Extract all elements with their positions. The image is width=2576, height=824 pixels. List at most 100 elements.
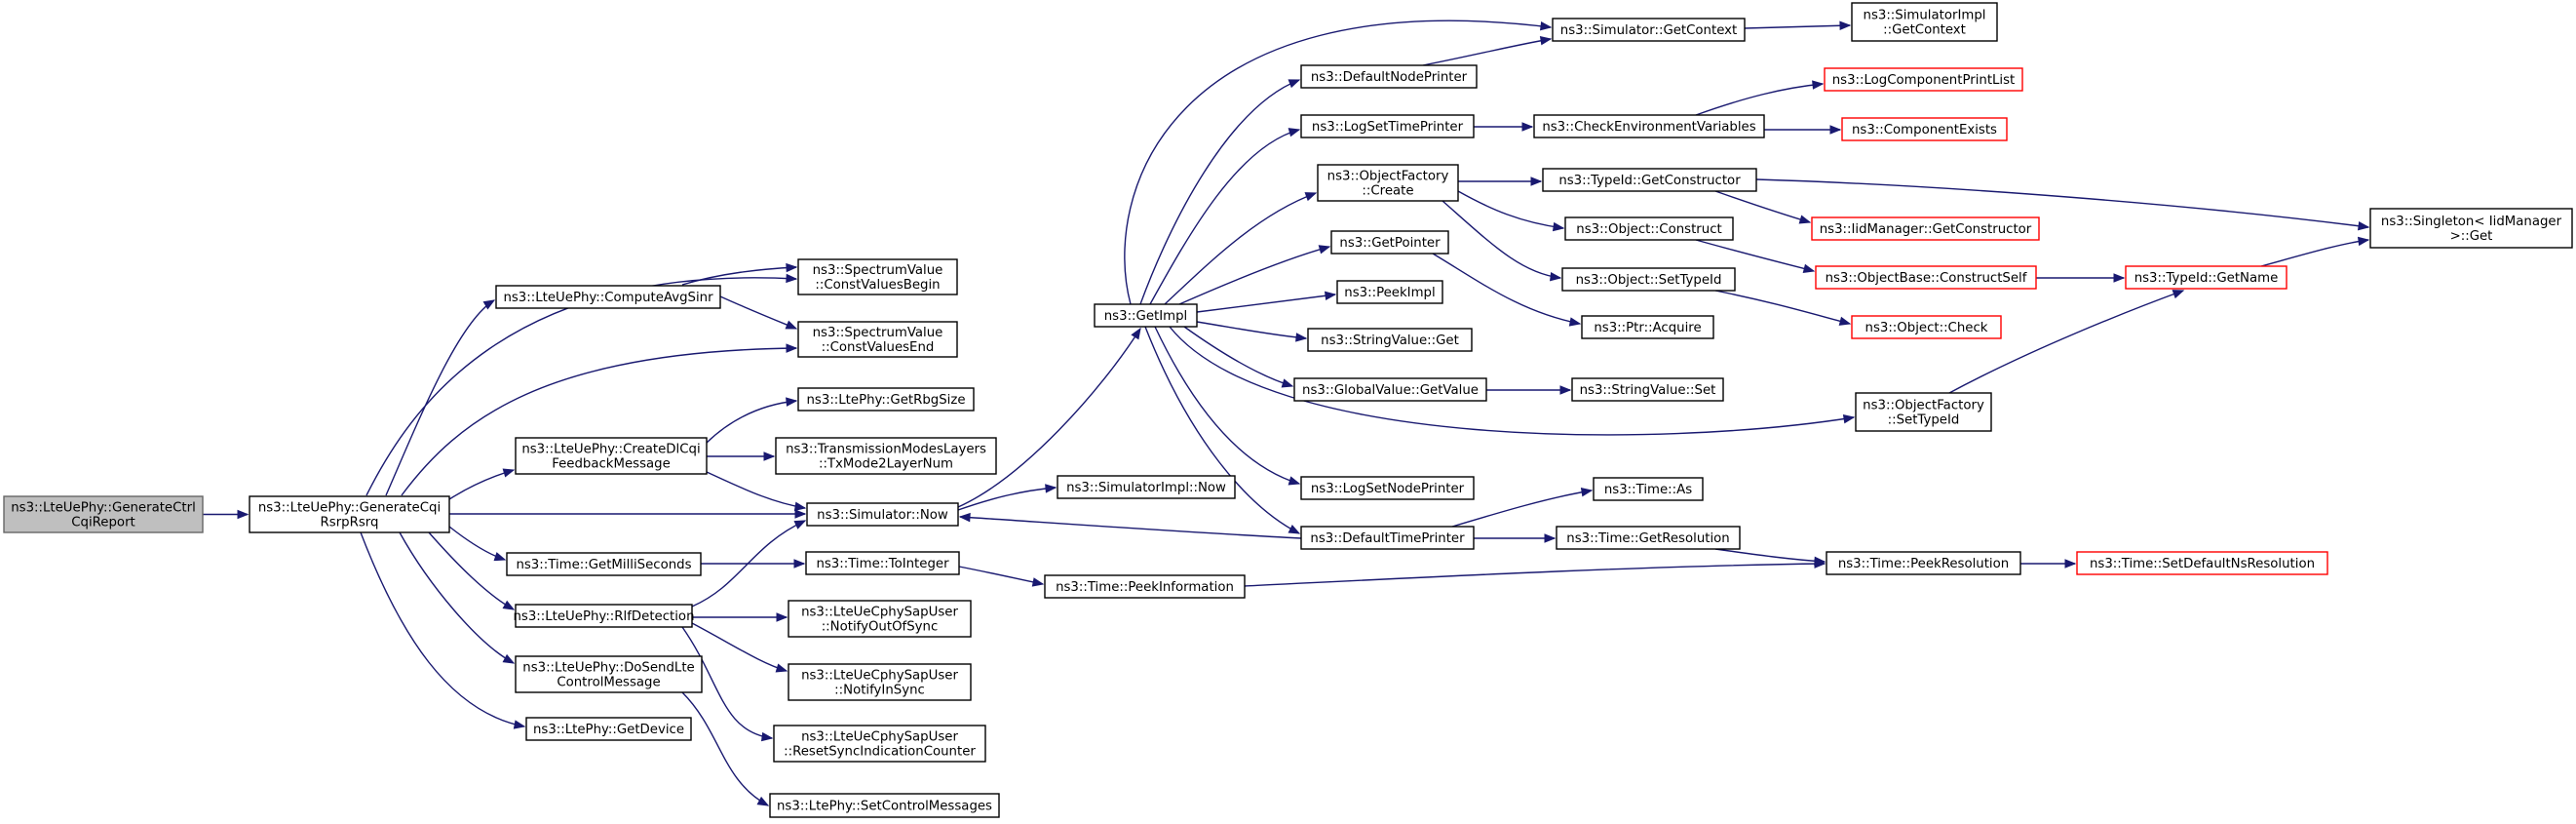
node-box[interactable] xyxy=(805,551,960,575)
function-node[interactable]: ns3::LtePhy::GetDevice xyxy=(525,717,692,741)
node-box[interactable] xyxy=(788,600,972,638)
node-box[interactable] xyxy=(515,437,708,475)
node-box[interactable] xyxy=(1855,392,1992,432)
function-node[interactable]: ns3::Simulator::GetContext xyxy=(1552,18,1746,42)
function-node[interactable]: ns3::Object::Check xyxy=(1851,315,2002,339)
function-node[interactable]: ns3::TypeId::GetName xyxy=(2125,265,2288,290)
function-node[interactable]: ns3::LogComponentPrintList xyxy=(1824,67,2023,92)
node-box[interactable] xyxy=(249,495,450,533)
node-box[interactable] xyxy=(1293,377,1487,402)
function-node[interactable]: ns3::LtePhy::GetRbgSize xyxy=(797,387,975,412)
node-box[interactable] xyxy=(1841,117,2008,141)
node-box[interactable] xyxy=(1552,18,1746,42)
function-node[interactable]: ns3::ComponentExists xyxy=(1841,117,2008,141)
node-box[interactable] xyxy=(1307,328,1473,352)
node-box[interactable] xyxy=(506,552,702,576)
function-node[interactable]: ns3::SimulatorImpl::GetContext xyxy=(1851,2,1998,42)
function-node[interactable]: ns3::ObjectFactory::SetTypeId xyxy=(1855,392,1992,432)
node-box[interactable] xyxy=(797,321,958,358)
function-node[interactable]: ns3::LogSetTimePrinter xyxy=(1300,114,1475,138)
function-node[interactable]: ns3::TransmissionModesLayers::TxMode2Lay… xyxy=(775,437,997,475)
function-node[interactable]: ns3::GetImpl xyxy=(1094,303,1198,328)
function-node[interactable]: ns3::LteUeCphySapUser::NotifyOutOfSync xyxy=(788,600,972,638)
node-box[interactable] xyxy=(1300,114,1475,138)
function-node[interactable]: ns3::PeekImpl xyxy=(1336,280,1443,304)
function-node[interactable]: ns3::LteUePhy::CreateDlCqiFeedbackMessag… xyxy=(515,437,708,475)
node-box[interactable] xyxy=(2125,265,2288,290)
function-node[interactable]: ns3::Time::As xyxy=(1593,477,1704,501)
node-box[interactable] xyxy=(1851,315,2002,339)
function-node[interactable]: ns3::TypeId::GetConstructor xyxy=(1542,168,1757,192)
node-box[interactable] xyxy=(1330,230,1449,255)
function-node[interactable]: ns3::GetPointer xyxy=(1330,230,1449,255)
function-node[interactable]: ns3::Time::PeekInformation xyxy=(1044,574,1246,599)
function-node[interactable]: ns3::IidManager::GetConstructor xyxy=(1811,216,2040,241)
function-node[interactable]: ns3::ObjectBase::ConstructSelf xyxy=(1815,265,2037,290)
node-box[interactable] xyxy=(1094,303,1198,328)
node-box[interactable] xyxy=(797,387,975,412)
node-box[interactable] xyxy=(1556,526,1741,550)
node-box[interactable] xyxy=(1811,216,2040,241)
function-node[interactable]: ns3::Ptr::Acquire xyxy=(1581,315,1714,339)
function-node[interactable]: ns3::Time::ToInteger xyxy=(805,551,960,575)
node-box[interactable] xyxy=(797,258,958,295)
function-node[interactable]: ns3::Singleton< IidManager>::Get xyxy=(2369,208,2573,249)
node-box[interactable] xyxy=(788,663,972,701)
node-box[interactable] xyxy=(1044,574,1246,599)
function-node[interactable]: ns3::ObjectFactory::Create xyxy=(1317,164,1459,202)
node-box[interactable] xyxy=(1564,216,1734,241)
function-node[interactable]: ns3::CheckEnvironmentVariables xyxy=(1533,114,1765,138)
function-node[interactable]: ns3::LtePhy::SetControlMessages xyxy=(769,793,1000,818)
node-box[interactable] xyxy=(1533,114,1765,138)
function-node[interactable]: ns3::SpectrumValue::ConstValuesEnd xyxy=(797,321,958,358)
node-box[interactable] xyxy=(495,285,721,309)
function-node[interactable]: ns3::Simulator::Now xyxy=(806,502,959,527)
function-node[interactable]: ns3::LteUePhy::ComputeAvgSinr xyxy=(495,285,721,309)
function-node[interactable]: ns3::Time::GetResolution xyxy=(1556,526,1741,550)
function-node[interactable]: ns3::DefaultNodePrinter xyxy=(1300,64,1478,89)
node-box[interactable] xyxy=(2369,208,2573,249)
node-box[interactable] xyxy=(1824,67,2023,92)
function-node[interactable]: ns3::LteUeCphySapUser::NotifyInSync xyxy=(788,663,972,701)
node-box[interactable] xyxy=(1815,265,2037,290)
node-box[interactable] xyxy=(775,437,997,475)
node-box[interactable] xyxy=(769,793,1000,818)
node-box[interactable] xyxy=(515,604,693,628)
node-box[interactable] xyxy=(1317,164,1459,202)
node-box[interactable] xyxy=(3,495,204,533)
node-box[interactable] xyxy=(1571,377,1724,402)
node-box[interactable] xyxy=(773,725,986,763)
node-box[interactable] xyxy=(2076,551,2328,575)
function-node[interactable]: ns3::LteUePhy::RlfDetection xyxy=(513,604,695,628)
node-box[interactable] xyxy=(1336,280,1443,304)
function-node[interactable]: ns3::StringValue::Get xyxy=(1307,328,1473,352)
function-node[interactable]: ns3::Time::GetMilliSeconds xyxy=(506,552,702,576)
node-box[interactable] xyxy=(806,502,959,527)
function-node[interactable]: ns3::LogSetNodePrinter xyxy=(1300,476,1475,500)
node-box[interactable] xyxy=(1561,267,1736,292)
node-box[interactable] xyxy=(1300,64,1478,89)
function-node[interactable]: ns3::GlobalValue::GetValue xyxy=(1293,377,1487,402)
node-box[interactable] xyxy=(1851,2,1998,42)
node-box[interactable] xyxy=(1300,526,1475,550)
function-node[interactable]: ns3::SpectrumValue::ConstValuesBegin xyxy=(797,258,958,295)
function-node[interactable]: ns3::LteUeCphySapUser::ResetSyncIndicati… xyxy=(773,725,986,763)
function-node[interactable]: ns3::Time::PeekResolution xyxy=(1826,551,2021,575)
node-box[interactable] xyxy=(1300,476,1475,500)
node-box[interactable] xyxy=(1826,551,2021,575)
node-box[interactable] xyxy=(1581,315,1714,339)
node-box[interactable] xyxy=(1542,168,1757,192)
node-box[interactable] xyxy=(515,655,703,693)
function-node[interactable]: ns3::SimulatorImpl::Now xyxy=(1057,475,1236,499)
function-node[interactable]: ns3::Time::SetDefaultNsResolution xyxy=(2076,551,2328,575)
function-node[interactable]: ns3::DefaultTimePrinter xyxy=(1300,526,1475,550)
node-box[interactable] xyxy=(1057,475,1236,499)
function-node[interactable]: ns3::Object::SetTypeId xyxy=(1561,267,1736,292)
node-box[interactable] xyxy=(525,717,692,741)
node-box[interactable] xyxy=(1593,477,1704,501)
function-node[interactable]: ns3::Object::Construct xyxy=(1564,216,1734,241)
function-node[interactable]: ns3::StringValue::Set xyxy=(1571,377,1724,402)
